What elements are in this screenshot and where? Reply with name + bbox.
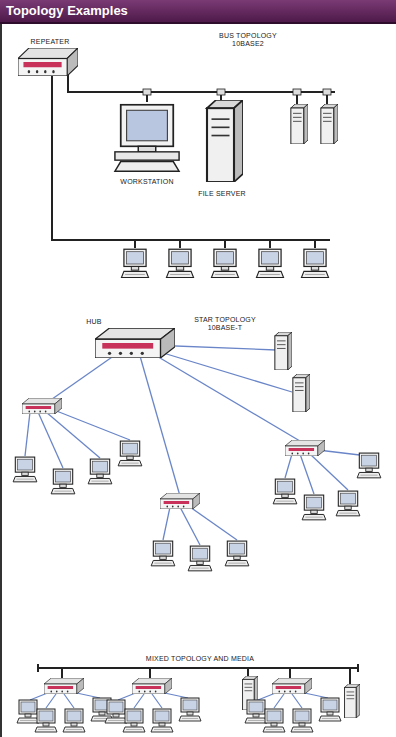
device-label: STAR TOPOLOGY 10BASE-T bbox=[190, 316, 260, 332]
twisted-pair-cable bbox=[25, 345, 368, 545]
title-text: Topology Examples bbox=[6, 3, 128, 18]
computer bbox=[179, 698, 201, 721]
computer bbox=[105, 700, 127, 723]
computer bbox=[211, 249, 238, 277]
computer bbox=[151, 541, 175, 566]
computer bbox=[63, 709, 85, 732]
computer bbox=[17, 700, 39, 723]
computer bbox=[256, 249, 283, 277]
computer bbox=[336, 491, 360, 516]
hub-device bbox=[272, 678, 312, 694]
server-tower bbox=[345, 684, 360, 718]
twisted-pair-cable bbox=[30, 692, 328, 708]
hub-device bbox=[44, 678, 84, 694]
computer bbox=[121, 249, 148, 277]
t-connector bbox=[143, 89, 331, 95]
computer bbox=[263, 709, 285, 732]
computer bbox=[35, 709, 57, 732]
device-label: BUS TOPOLOGY 10BASE2 bbox=[217, 32, 279, 48]
server-tower bbox=[275, 332, 292, 370]
computer bbox=[151, 709, 173, 732]
server-tower bbox=[291, 104, 308, 144]
device-label: HUB bbox=[79, 318, 109, 326]
computer bbox=[357, 453, 381, 478]
computer bbox=[273, 479, 297, 504]
bus-cable bbox=[52, 72, 335, 248]
computer bbox=[118, 441, 142, 466]
computer bbox=[13, 457, 37, 482]
computer bbox=[88, 459, 112, 484]
computer bbox=[166, 249, 193, 277]
hub-device bbox=[132, 678, 172, 694]
device-label: REPEATER bbox=[20, 38, 80, 46]
hub-device bbox=[285, 440, 325, 456]
computer bbox=[245, 700, 267, 723]
computer bbox=[225, 541, 249, 566]
computer bbox=[123, 709, 145, 732]
hub-device bbox=[95, 328, 175, 358]
computer bbox=[291, 709, 313, 732]
computer bbox=[319, 698, 341, 721]
server-tower bbox=[293, 374, 310, 412]
repeater-device bbox=[18, 48, 78, 76]
frame-border bbox=[0, 22, 2, 737]
workstation-computer bbox=[115, 105, 179, 171]
computer bbox=[301, 249, 328, 277]
device-label: WORKSTATION bbox=[112, 178, 182, 186]
computer bbox=[188, 546, 212, 571]
computer bbox=[302, 495, 326, 520]
hub-device bbox=[22, 398, 62, 414]
computer bbox=[51, 469, 75, 494]
hub-device bbox=[160, 493, 200, 509]
device-label: MIXED TOPOLOGY AND MEDIA bbox=[120, 655, 280, 663]
title-bar: Topology Examples bbox=[0, 0, 396, 24]
file-server-tower bbox=[207, 100, 243, 182]
server-tower bbox=[321, 104, 338, 144]
device-label: FILE SERVER bbox=[192, 190, 252, 198]
